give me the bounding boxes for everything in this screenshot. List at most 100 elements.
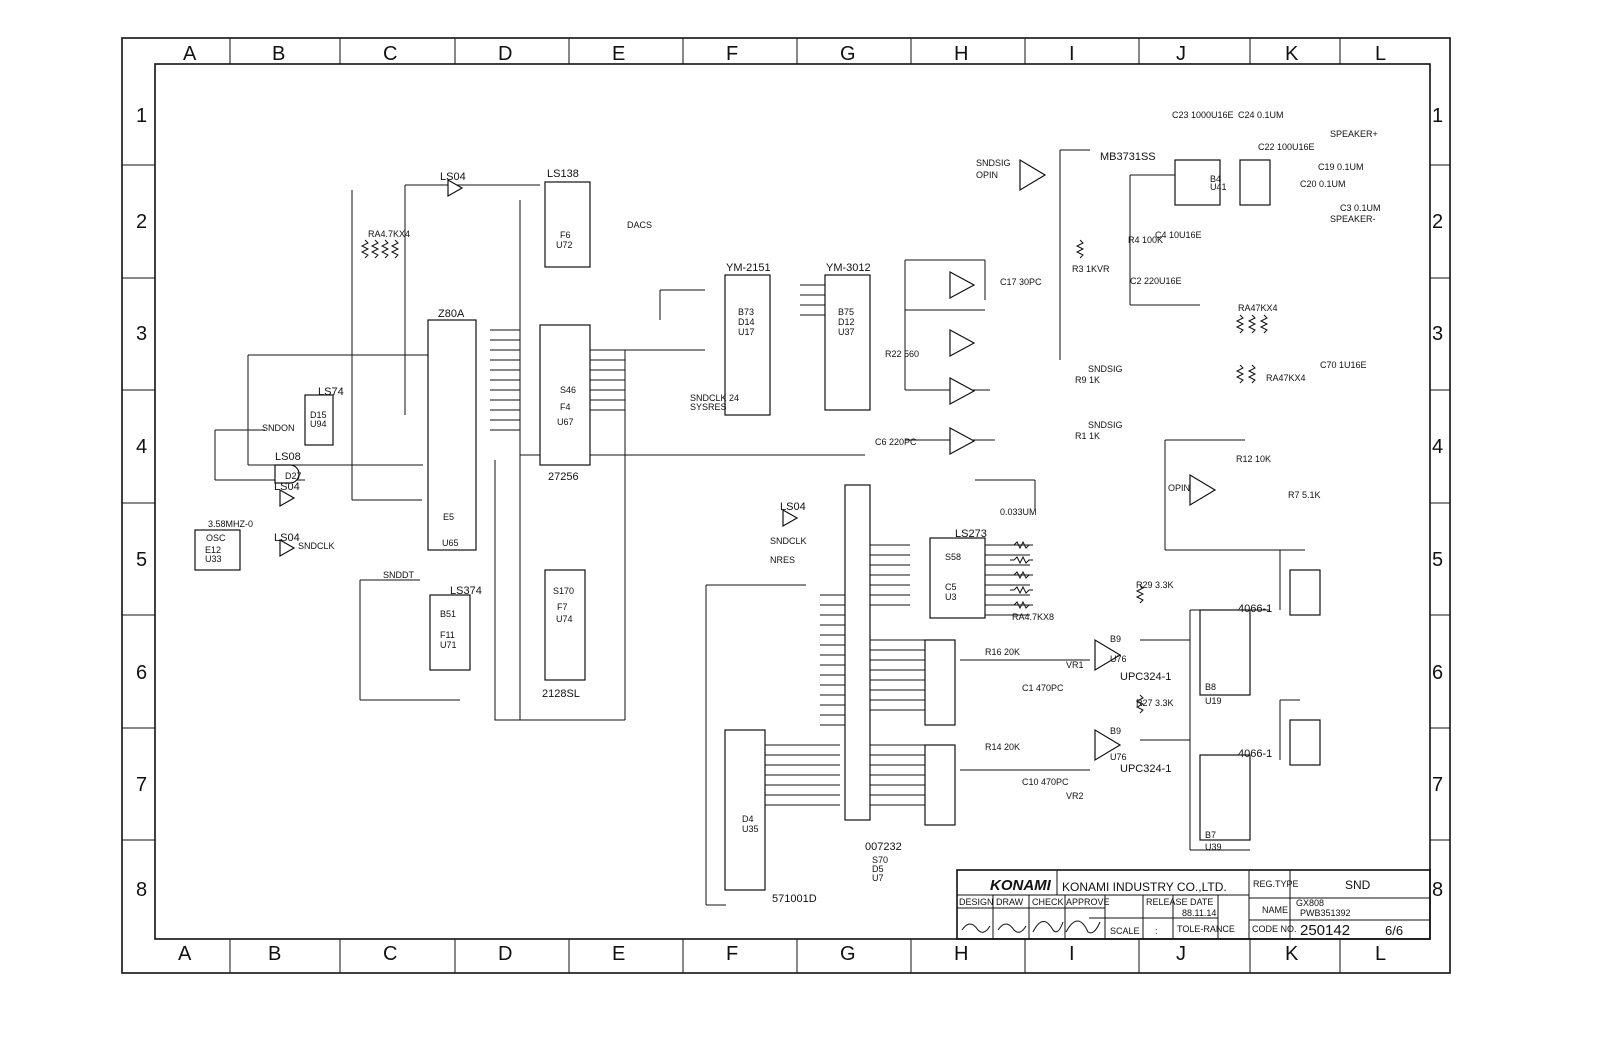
code-label: CODE NO. [1252,924,1297,934]
rom571001-ref: U35 [742,824,759,834]
grid-col: H [954,943,968,965]
grid-col: F [726,943,738,965]
net-label: SYSRES [690,402,727,412]
grid-col: D [498,43,512,65]
company-name: KONAMI INDUSTRY CO.,LTD. [1062,880,1227,894]
ls74-ref: D15 [310,410,327,420]
grid-col: F [726,43,738,65]
grid-row: 4 [1432,436,1443,458]
gate-label: LS04 [440,171,466,183]
cd4066a-ref: U19 [1205,696,1222,706]
grid-row: 8 [1432,879,1443,901]
grid-row: 5 [1432,549,1443,571]
passive-label: R4 100K [1128,235,1163,245]
resistor-ladder-b [924,744,956,826]
grid-col: B [272,43,285,65]
grid-row: 1 [136,105,147,127]
ym3012-ref: B75 [838,307,854,317]
konami-logo: KONAMI [990,877,1052,894]
net-label: SNDSIG [1088,364,1123,374]
wiring [214,149,1305,906]
grid-row: 6 [136,662,147,684]
passive-label: R29 3.3K [1136,580,1174,590]
upc324a-label: UPC324-1 [1120,671,1171,683]
k007232-label: 007232 [865,841,902,853]
name-value: GX808 [1296,898,1324,908]
mb3731-label: MB3731SS [1100,151,1156,163]
ls273-ref: S58 [945,552,961,562]
net-label: SPEAKER- [1330,214,1376,224]
ls138-ref: F6 [560,230,571,240]
grid-row: 3 [136,323,147,345]
net-label: NRES [770,555,795,565]
resistor-ladder-c [1289,569,1321,616]
ym3012-label: YM-3012 [826,262,871,274]
grid-col: C [383,943,397,965]
name-label: NAME [1262,905,1288,915]
reg-type-value: SND [1345,878,1371,892]
ym3012-ref: D12 [838,317,855,327]
grid-row: 1 [1432,105,1443,127]
upc324b-label: UPC324-1 [1120,763,1171,775]
grid-col: B [268,943,281,965]
ls273-ref: U3 [945,592,957,602]
gate-label: LS04 [274,532,300,544]
grid-row: 7 [136,774,147,796]
z80a-ref: E5 [443,512,454,522]
passive-label: C4 10U16E [1155,230,1202,240]
passive-label: C3 0.1UM [1340,203,1381,213]
ls138-chip [544,181,591,268]
rom27256-ref: F4 [560,402,571,412]
ym3012-chip [824,274,871,411]
passive-label: R27 3.3K [1136,698,1174,708]
passive-label: C2 220U16E [1130,276,1182,286]
passive-label: R1 1K [1075,431,1100,441]
passive-label: R3 1KVR [1072,264,1110,274]
osc-chip [194,529,241,571]
passive-label: C20 0.1UM [1300,179,1346,189]
grid-row: 2 [136,211,147,233]
k007232-ref: U7 [872,873,884,883]
ram2128-ref: S170 [553,586,574,596]
passive-label: R7 5.1K [1288,490,1321,500]
ym3012-ref: U37 [838,327,855,337]
k007232-ref: S70 [872,855,888,865]
ls138-ref: U72 [556,240,573,250]
grid-row: 8 [136,879,147,901]
scale-label: SCALE [1110,926,1140,936]
passive-label: R14 20K [985,742,1020,752]
ls74-label: LS74 [318,386,344,398]
grid-row: 7 [1432,774,1443,796]
signatures [961,920,1101,934]
ym2151-chip [724,274,771,416]
cd4066a-label: 4066-1 [1238,603,1272,615]
grid-row: 4 [136,436,147,458]
passive-label: RA4.7KX4 [368,229,410,239]
ls08-ref: D27 [285,471,302,481]
passive-label: R16 20K [985,647,1020,657]
reg-type-label: REG.TYPE [1253,879,1299,889]
ls374-ref: B51 [440,609,456,619]
ram2128-ref: U74 [556,614,573,624]
cd4066a-chip [1199,609,1251,696]
code-value: 250142 [1300,922,1350,939]
passive-label: C23 1000U16E [1172,110,1234,120]
scale-value: : [1155,926,1158,936]
grid-col: G [840,43,856,65]
grid-col: K [1285,43,1299,65]
passive-label: R22 560 [885,349,919,359]
osc-label: OSC [206,533,226,543]
rom571001-chip [724,729,766,891]
grid-col: E [612,43,625,65]
opamps [949,158,1217,762]
net-label: SNDCLK [298,541,335,551]
ls138-label: LS138 [547,168,579,180]
grid-col: G [840,943,856,965]
outer-border [121,37,1451,974]
net-label: OPIN [1168,483,1190,493]
upc324a-ref: U76 [1110,654,1127,664]
rom27256-ref: S46 [560,385,576,395]
mb3731-ref: B4 [1210,174,1221,184]
